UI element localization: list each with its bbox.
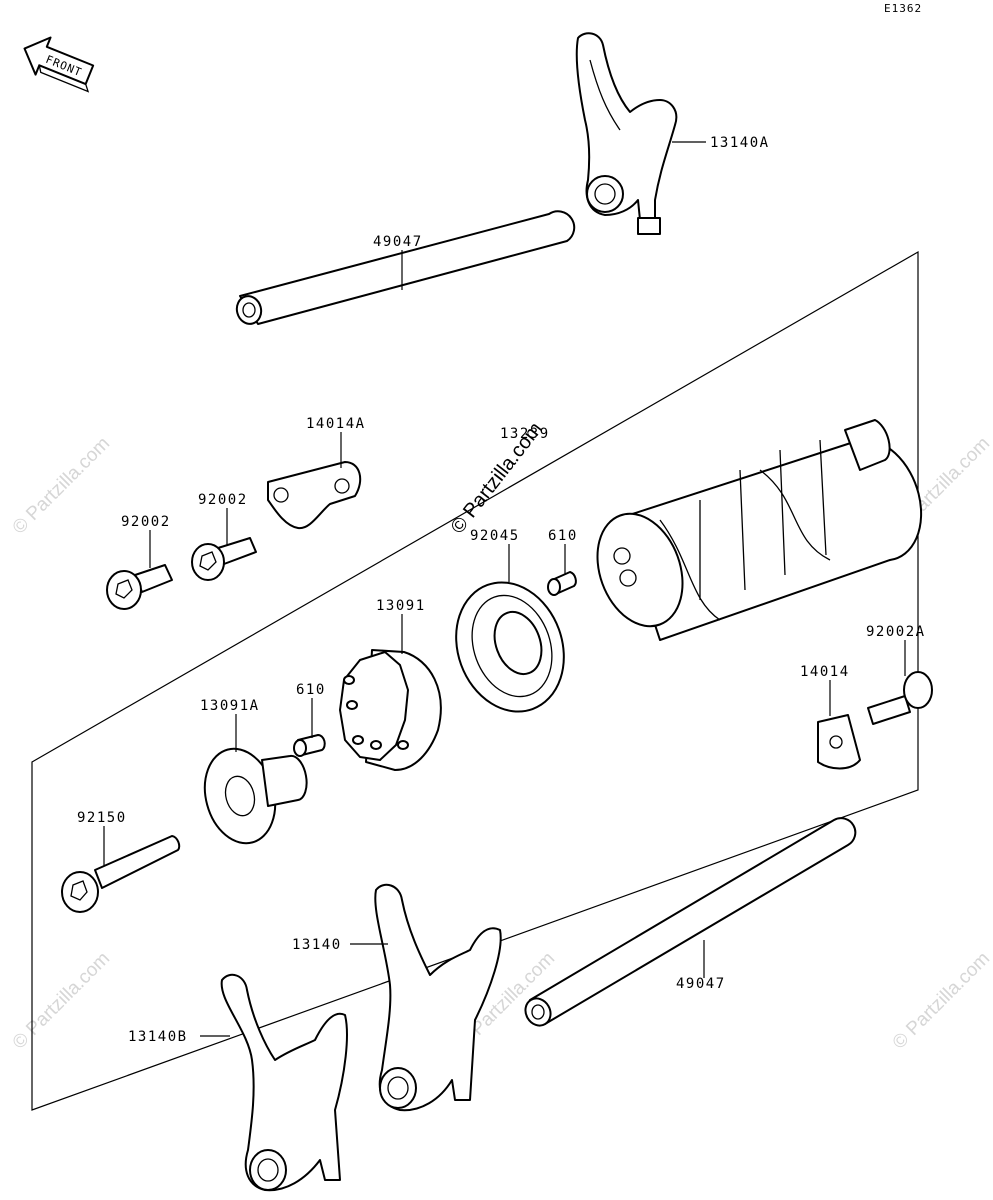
holder-13091A [203,747,308,845]
bolt-92002A [867,671,933,725]
watermark-left-upper: © Partzilla.com [9,433,114,538]
label-13239: 13239 [500,426,550,442]
label-92045: 92045 [470,528,520,544]
part-labels: 13140A 49047 14014A 13239 92002 92002 92… [77,135,926,1045]
label-14014A: 14014A [306,416,366,432]
label-610-upper: 610 [548,528,578,544]
front-arrow: FRONT [23,36,95,93]
rod-49047-lower [524,817,857,1027]
assembly-frame [31,250,919,1111]
watermark-right-lower: © Partzilla.com [889,948,993,1053]
plate-14014A [267,461,362,530]
label-13140A: 13140A [710,135,770,151]
pin-610-lower [293,733,326,757]
label-13091A: 13091A [200,698,260,714]
label-14014: 14014 [800,664,850,680]
label-49047-upper: 49047 [373,234,423,250]
fork-13140A [575,32,678,235]
label-13091: 13091 [376,598,426,614]
label-92002A: 92002A [866,624,926,640]
label-13140: 13140 [292,937,342,953]
label-92150: 92150 [77,810,127,826]
bolt-92002-right [191,537,257,581]
label-92002-right: 92002 [198,492,248,508]
label-610-lower: 610 [296,682,326,698]
shift-drum-13239 [596,419,923,641]
fork-13140B [220,973,348,1192]
fork-13140 [374,883,502,1112]
bolt-92002-left [106,564,173,610]
label-49047-lower: 49047 [676,976,726,992]
leader-lines [103,141,906,1037]
pin-610-upper [547,571,577,596]
label-92002-left: 92002 [121,514,171,530]
rod-49047-upper [235,210,576,325]
cam-13091 [339,649,442,771]
bolt-92150 [61,835,181,913]
diagram-code: E1362 [884,2,922,15]
plate-14014 [817,714,861,770]
label-13140B: 13140B [128,1029,188,1045]
watermark-left-lower: © Partzilla.com [9,948,114,1053]
bearing-92045 [455,581,565,713]
